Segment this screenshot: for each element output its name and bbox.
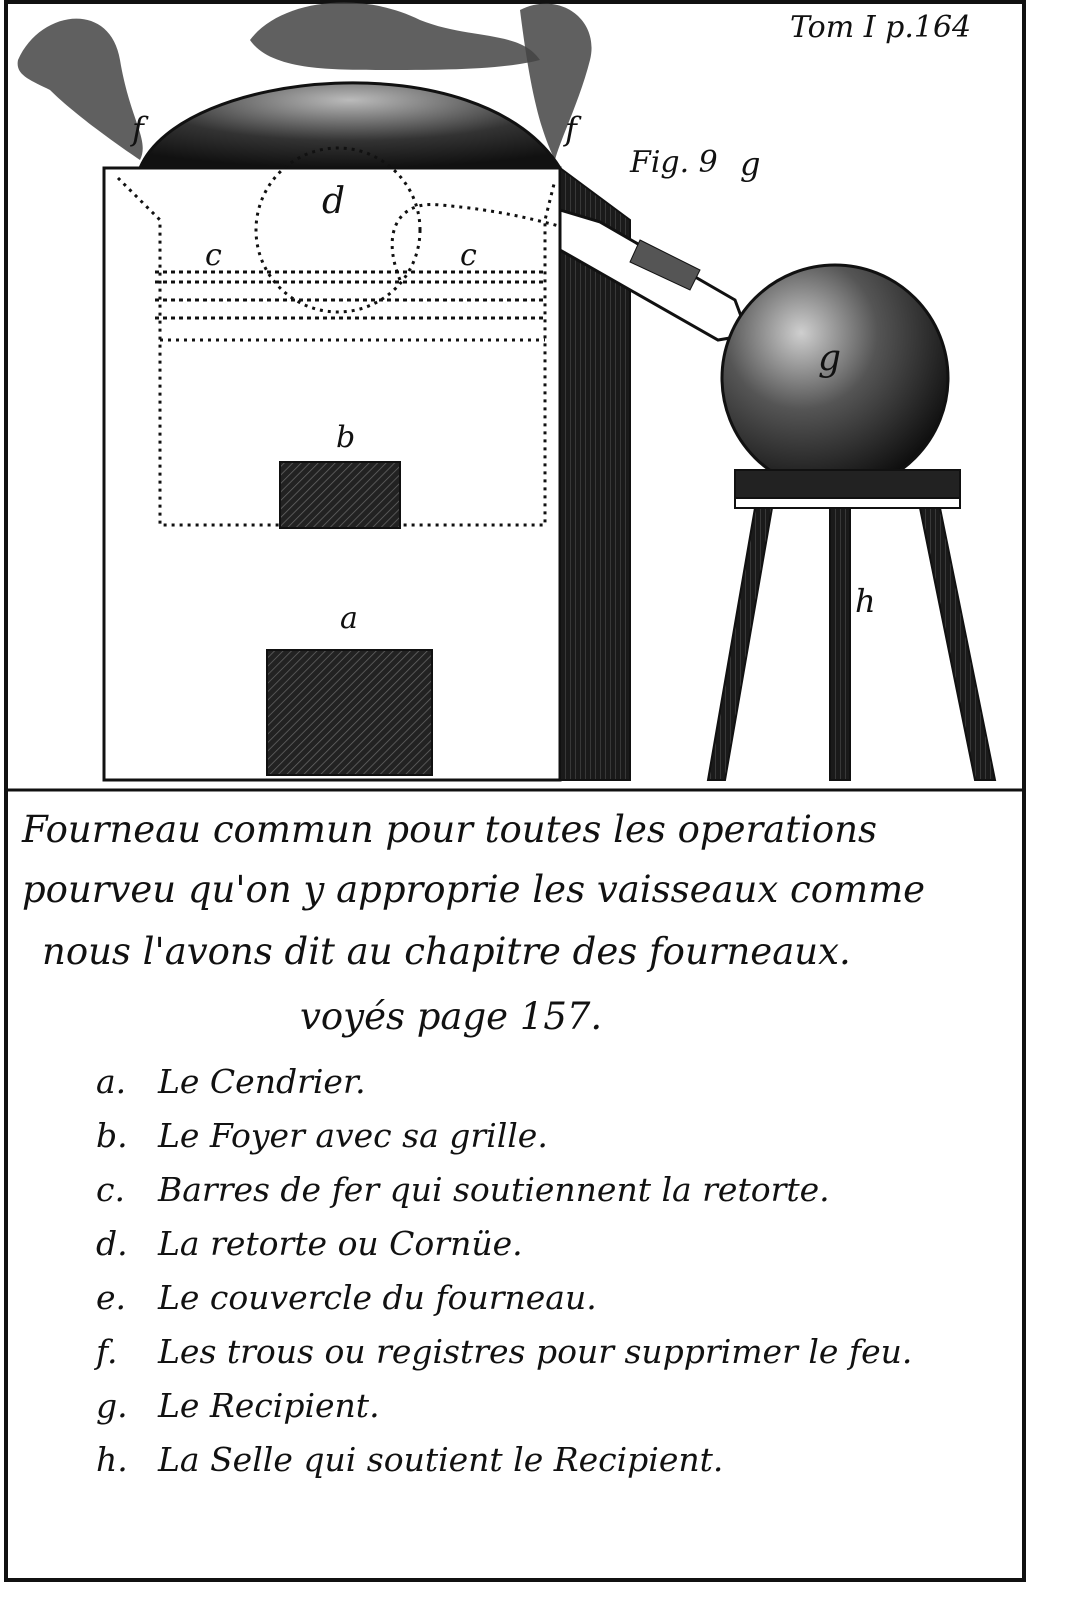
legend-text: Le Cendrier. — [158, 1062, 366, 1101]
stand-top — [734, 469, 961, 499]
caption-page-ref: voyés page 157. — [300, 995, 603, 1038]
label-g-top: g — [740, 145, 760, 183]
legend-item: h. La Selle qui soutient le Recipient. — [96, 1433, 1046, 1487]
legend-item: e. Le couvercle du fourneau. — [96, 1271, 1046, 1325]
smoke-top — [250, 2, 540, 70]
legend: a. Le Cendrier. b. Le Foyer avec sa grille… — [96, 1055, 1046, 1487]
label-a: a — [340, 601, 358, 636]
legend-text: Barres de fer qui soutiennent la retorte… — [158, 1170, 830, 1209]
furnace-cover — [137, 81, 563, 170]
label-b: b — [336, 420, 355, 455]
legend-item: a. Le Cendrier. — [96, 1055, 1046, 1109]
legend-key: b. — [96, 1116, 128, 1155]
legend-key: e. — [96, 1278, 127, 1317]
part-labels: a b c c d f f g g h Fig. 9 — [130, 110, 876, 636]
legend-item: b. Le Foyer avec sa grille. — [96, 1109, 1046, 1163]
furnace-side — [559, 166, 631, 781]
plate-reference: Tom I p.164 — [790, 10, 972, 45]
legend-text: Les trous ou registres pour supprimer le… — [158, 1332, 913, 1371]
legend-text: Le Recipient. — [158, 1386, 380, 1425]
smoke-left — [17, 18, 143, 160]
legend-text: Le couvercle du fourneau. — [158, 1278, 597, 1317]
stand-leg — [706, 507, 774, 781]
caption-line-1: Fourneau commun pour toutes les operatio… — [22, 808, 878, 851]
legend-key: c. — [96, 1170, 125, 1209]
label-c-left: c — [205, 238, 222, 273]
legend-item: g. Le Recipient. — [96, 1379, 1046, 1433]
caption-line-3: nous l'avons dit au chapitre des fournea… — [42, 930, 851, 973]
legend-item: f. Les trous ou registres pour supprimer … — [96, 1325, 1046, 1379]
caption-line-2: pourveu qu'on y approprie les vaisseaux … — [22, 868, 926, 911]
figure-number: Fig. 9 — [629, 145, 718, 180]
ash-pit-door — [266, 649, 433, 776]
label-f-right: f — [563, 110, 582, 148]
legend-key: g. — [96, 1386, 128, 1425]
retort — [254, 146, 422, 314]
smoke-right — [520, 3, 592, 161]
legend-key: f. — [96, 1332, 118, 1371]
stand-leg — [829, 507, 851, 781]
label-g-globe: g — [818, 338, 841, 379]
legend-key: d. — [96, 1224, 128, 1263]
legend-text: La Selle qui soutient le Recipient. — [158, 1440, 724, 1479]
legend-key: h. — [96, 1440, 128, 1479]
hearth-door — [279, 461, 401, 529]
label-f-left: f — [130, 110, 149, 148]
label-h: h — [855, 582, 876, 620]
legend-text: La retorte ou Cornüe. — [158, 1224, 523, 1263]
legend-key: a. — [96, 1062, 127, 1101]
label-d: d — [322, 181, 345, 222]
stand-leg — [918, 507, 997, 781]
label-c-right: c — [460, 238, 477, 273]
inner-chamber — [116, 176, 557, 527]
legend-item: d. La retorte ou Cornüe. — [96, 1217, 1046, 1271]
legend-item: c. Barres de fer qui soutiennent la retor… — [96, 1163, 1046, 1217]
legend-text: Le Foyer avec sa grille. — [158, 1116, 548, 1155]
